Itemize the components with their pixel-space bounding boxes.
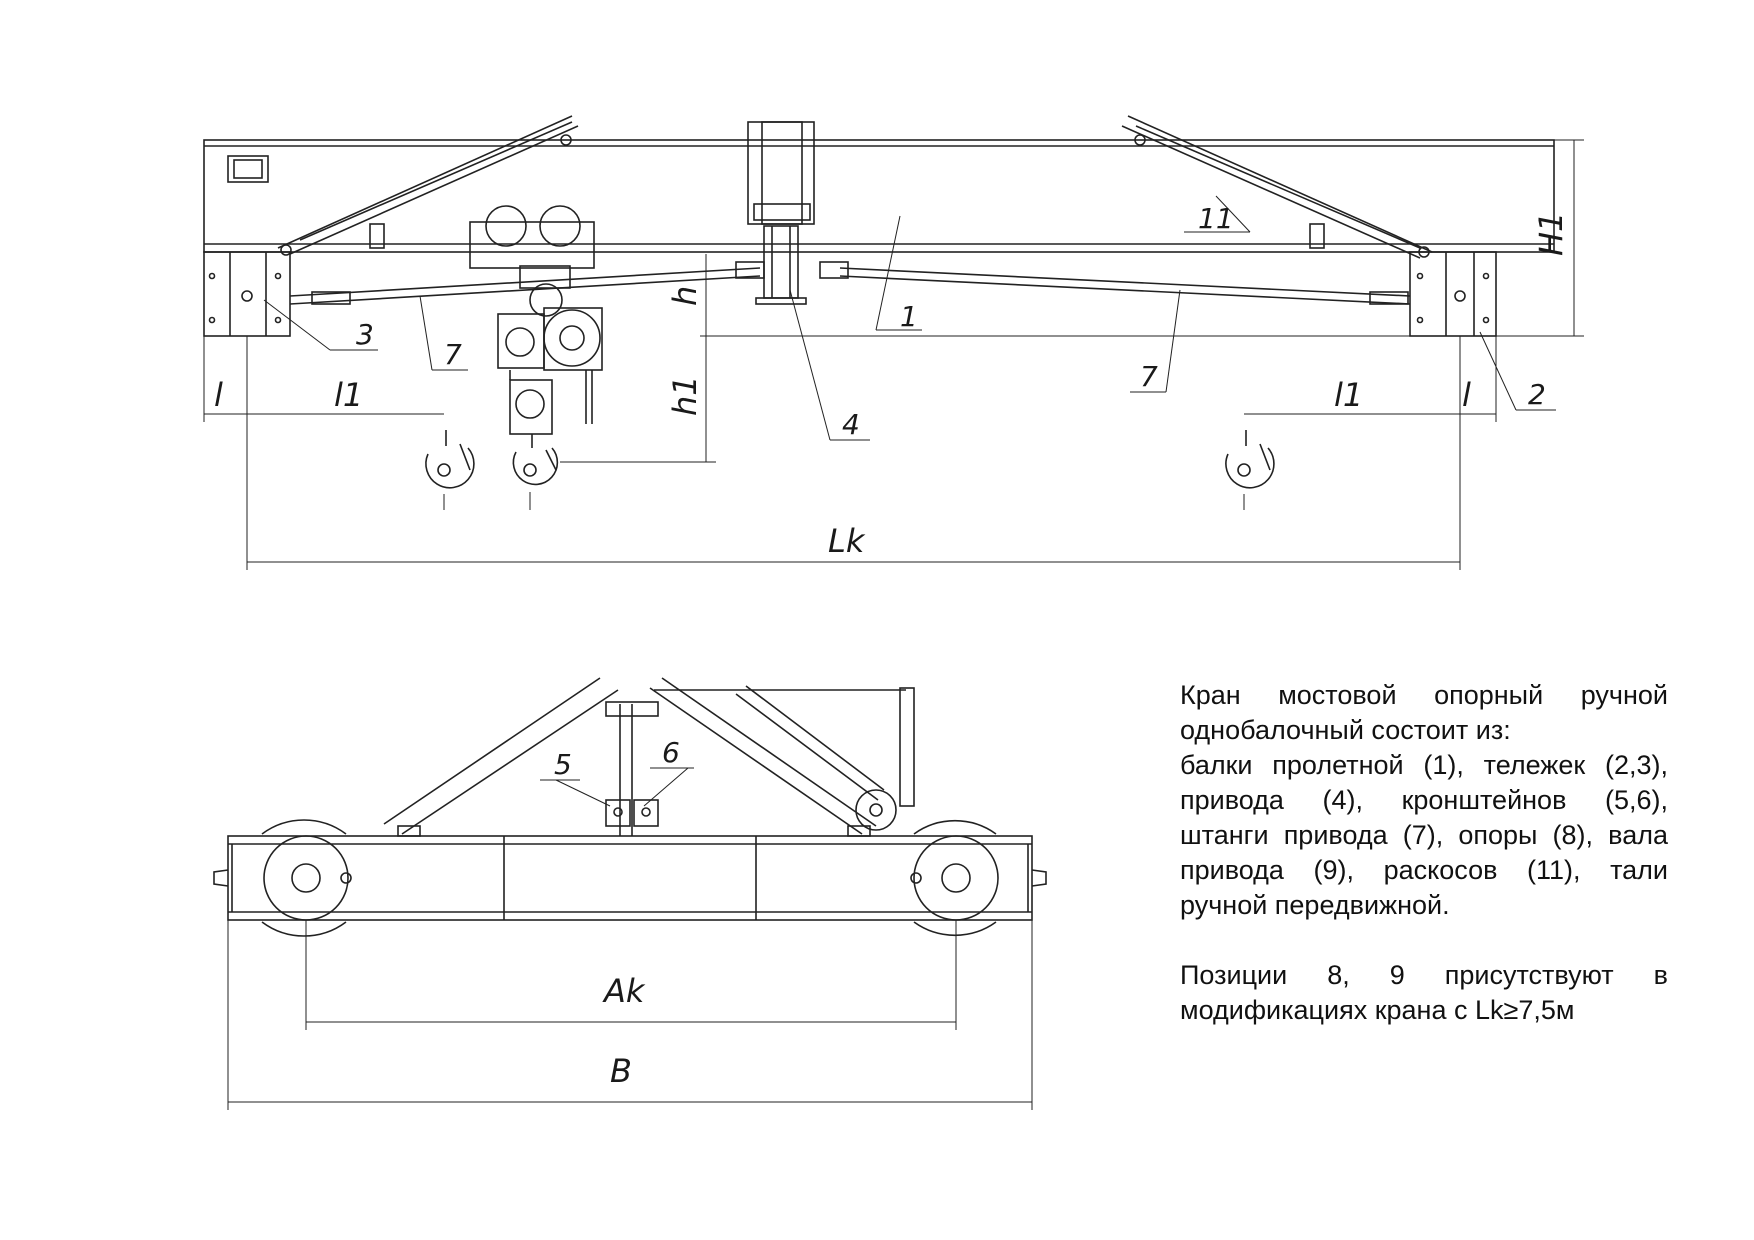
dim-l1-right: l1 bbox=[1334, 376, 1363, 414]
dimension-lines-top bbox=[204, 140, 1584, 570]
end-truck-right bbox=[1410, 252, 1496, 336]
hook-center bbox=[513, 434, 557, 510]
description-line-3: Позиции 8, 9 присутствуют в модификациях… bbox=[1180, 958, 1668, 1028]
description-text: Кран мостовой опорный ручной однобалочны… bbox=[1180, 678, 1668, 1028]
label-pos11: 11 bbox=[1198, 202, 1234, 235]
label-pos7-right: 7 bbox=[1140, 360, 1158, 393]
side-view bbox=[214, 678, 1046, 936]
dim-l1-left: l1 bbox=[334, 376, 363, 414]
dim-l-right: l bbox=[1462, 376, 1471, 414]
dim-B: B bbox=[610, 1052, 632, 1090]
dim-l-left: l bbox=[214, 376, 223, 414]
hook-right bbox=[1226, 430, 1274, 510]
label-pos2: 2 bbox=[1528, 378, 1546, 411]
hook-left bbox=[426, 430, 474, 510]
drive-shaft bbox=[290, 262, 1410, 304]
label-pos5: 5 bbox=[554, 748, 572, 781]
dim-h1: h1 bbox=[666, 375, 704, 416]
label-pos4: 4 bbox=[842, 408, 860, 441]
brace-right bbox=[1122, 116, 1432, 258]
main-girder bbox=[204, 140, 1554, 252]
dim-Lk: Lk bbox=[828, 522, 866, 560]
dim-Ak: Ak bbox=[602, 972, 646, 1010]
dim-h: h bbox=[666, 286, 704, 306]
description-line-1: Кран мостовой опорный ручной однобалочны… bbox=[1180, 678, 1668, 748]
hoist-trolley bbox=[470, 206, 602, 434]
dim-H1: H1 bbox=[1532, 212, 1570, 256]
front-view bbox=[204, 116, 1554, 510]
label-pos6: 6 bbox=[662, 736, 680, 769]
label-pos1: 1 bbox=[900, 300, 918, 333]
end-truck-left bbox=[204, 252, 290, 336]
label-pos3: 3 bbox=[356, 318, 374, 351]
description-line-2: балки пролетной (1), тележек (2,3), прив… bbox=[1180, 748, 1668, 923]
brace-left bbox=[278, 116, 578, 255]
label-pos7-left: 7 bbox=[444, 338, 462, 371]
